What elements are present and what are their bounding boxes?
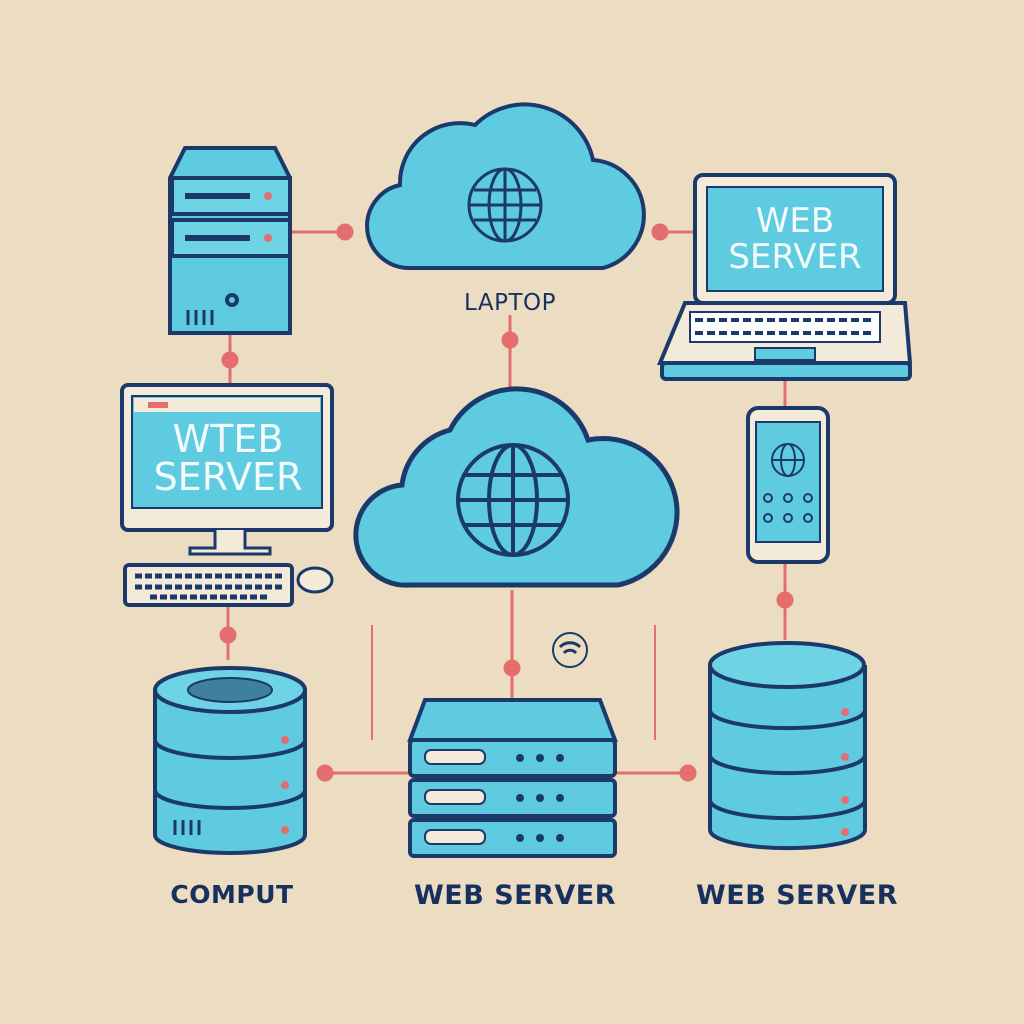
database-left	[153, 666, 307, 855]
laptop-screen-text: WEB SERVER	[728, 203, 861, 275]
monitor-screen-line1: WTEB	[172, 417, 284, 461]
monitor-screen-line2: SERVER	[153, 455, 303, 499]
desktop-monitor	[120, 383, 334, 607]
tower-server	[168, 146, 292, 335]
label-comput: COMPUT	[170, 880, 294, 909]
rack-server	[407, 698, 618, 858]
wifi-icon	[552, 632, 588, 668]
cloud-label: LAPTOP	[464, 290, 556, 316]
globe-icon	[456, 443, 570, 557]
monitor-screen-text: WTEB SERVER	[154, 420, 303, 496]
laptop-screen-line1: WEB	[755, 201, 835, 241]
cloud-center	[353, 386, 680, 588]
laptop-screen-line2: SERVER	[728, 237, 862, 277]
database-right	[708, 641, 867, 851]
globe-icon	[771, 443, 805, 477]
cloud-top	[365, 102, 646, 271]
connectors	[219, 223, 794, 782]
label-web-server-center: WEB SERVER	[413, 880, 617, 911]
smartphone	[746, 406, 830, 564]
label-web-server-right: WEB SERVER	[695, 880, 899, 911]
mouse-icon	[296, 566, 334, 594]
laptop	[657, 173, 913, 381]
globe-icon	[467, 167, 543, 243]
